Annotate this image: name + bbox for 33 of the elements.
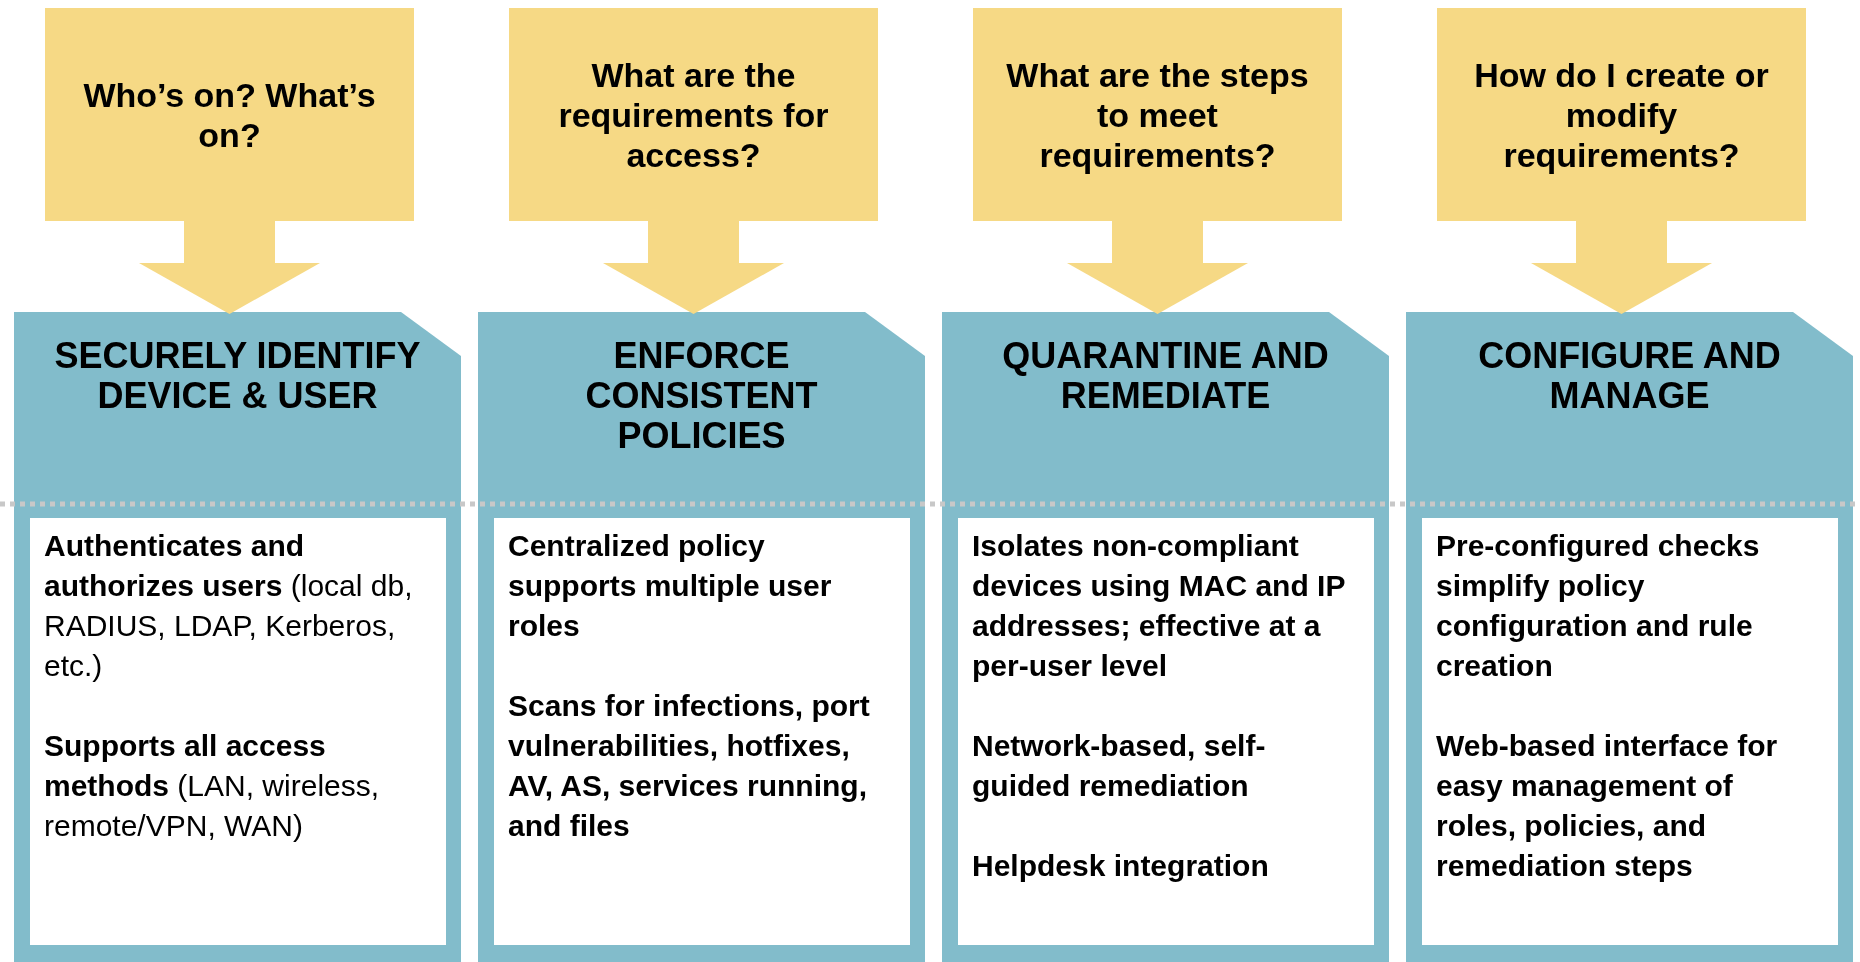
description-text: Web-based interface for easy management of roles, policies, and remediation steps (1436, 728, 1779, 884)
panel-heading: ENFORCE CONSISTENT POLICIES (584, 336, 819, 456)
description-card (1422, 518, 1838, 945)
question-box (45, 8, 414, 221)
category-panel (478, 312, 925, 962)
category-panel (14, 312, 461, 962)
block-arrow (603, 221, 784, 314)
description-card (30, 518, 446, 945)
description-text: Isolates non-compliant devices using MAC and IP addresses; effective at a per-user level (972, 528, 1346, 684)
panel-heading: CONFIGURE AND MANAGE (1477, 336, 1782, 416)
description-text: Centralized policy supports multiple user roles (508, 528, 833, 644)
question-text: How do I create or modify requirements? (1473, 54, 1770, 175)
block-arrow (139, 221, 320, 314)
description-card (494, 518, 910, 945)
block-arrow (1067, 221, 1248, 314)
description-text: Scans for infections, port vulnerabilities, hotfixes, AV, AS, services running, and files (508, 688, 871, 844)
panel-heading: SECURELY IDENTIFY DEVICE & USER (53, 336, 422, 416)
question-text: Who’s on? What’s on? (82, 74, 377, 155)
description-text: Pre-configured checks simplify policy configuration and rule creation (1436, 528, 1761, 684)
question-box (509, 8, 878, 221)
category-panel (1406, 312, 1853, 962)
description-text: Network-based, self-guided remediation (972, 728, 1267, 804)
description-text: Helpdesk integration (972, 848, 1270, 884)
panel-heading: QUARANTINE AND REMEDIATE (1001, 336, 1330, 416)
question-box (973, 8, 1342, 221)
description-card (958, 518, 1374, 945)
category-panel (942, 312, 1389, 962)
block-arrow (1531, 221, 1712, 314)
description-text: Authenticates and authorizes users (local db, RADIUS, LDAP, Kerberos, etc.) (44, 528, 414, 684)
description-text: Supports all access methods (LAN, wireless, remote/VPN, WAN) (44, 728, 381, 844)
question-text: What are the requirements for access? (557, 54, 830, 175)
question-text: What are the steps to meet requirements? (1005, 54, 1310, 175)
question-box (1437, 8, 1806, 221)
